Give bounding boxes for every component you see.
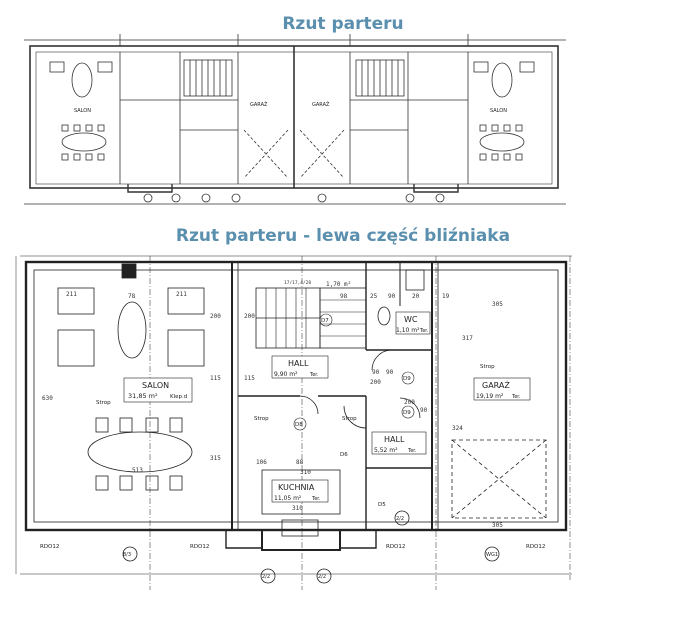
top-garage-left-label: GARAŻ bbox=[250, 101, 268, 108]
window-mark-rdo-2: RDO12 bbox=[190, 544, 209, 550]
axis-2-2-b: 2/2 bbox=[318, 574, 326, 580]
kitchen-label: KUCHNIA bbox=[278, 483, 315, 492]
hall1-note: Ter. bbox=[309, 372, 319, 378]
dim-170: 1,70 m² bbox=[326, 281, 351, 288]
dim-115-b: 115 bbox=[244, 375, 255, 382]
hall1-label: HALL bbox=[288, 359, 309, 368]
salon-area: 31,85 m² bbox=[128, 392, 158, 400]
dim-88: 88 bbox=[296, 459, 304, 466]
door-mark-d9b: D9 bbox=[403, 410, 411, 416]
dim-stair: 17/17,4/28 bbox=[284, 280, 311, 286]
outer-wall bbox=[24, 260, 568, 532]
dim-200-a: 200 bbox=[210, 313, 221, 320]
dim-200-c: 200 bbox=[370, 379, 381, 386]
hall1-area: 9,90 m² bbox=[274, 371, 298, 378]
dim-90-d: 90 bbox=[386, 369, 394, 376]
axis-2-2-a: 2/2 bbox=[262, 574, 270, 580]
top-salon-right-label: SALON bbox=[490, 108, 507, 114]
kitchen-area: 11,05 m² bbox=[274, 495, 302, 502]
dim-98: 98 bbox=[340, 293, 348, 300]
strop-mark-1: Strop bbox=[96, 400, 111, 406]
plan-title-ground-floor: Rzut parteru bbox=[282, 14, 404, 34]
top-garage-right-label: GARAŻ bbox=[312, 101, 330, 108]
dim-310-b: 310 bbox=[292, 505, 303, 512]
dim-106: 106 bbox=[256, 459, 267, 466]
dim-19: 19 bbox=[442, 293, 450, 300]
wc-area: 1,10 m² bbox=[396, 327, 420, 334]
dim-305-top: 305 bbox=[492, 301, 503, 308]
dim-90-b: 90 bbox=[372, 369, 380, 376]
dim-305-bottom: 305 bbox=[492, 522, 503, 529]
dim-90-c: 90 bbox=[420, 407, 428, 414]
plan-marks: Strop Strop Strop Strop D7 D8 D9 D9 D6 D… bbox=[40, 318, 545, 580]
salon-note: Klep.d bbox=[170, 394, 187, 400]
dim-630: 630 bbox=[42, 395, 53, 402]
dim-315: 315 bbox=[210, 455, 221, 462]
garage-area: 19,19 m² bbox=[476, 393, 504, 400]
plan-title-left-half: Rzut parteru - lewa część bliźniaka bbox=[175, 226, 511, 246]
dim-310-a: 310 bbox=[300, 469, 311, 476]
door-mark-d7: D7 bbox=[321, 318, 329, 324]
garage-label: GARAŻ bbox=[482, 380, 510, 390]
dim-20: 20 bbox=[412, 293, 420, 300]
door-mark-d9: D9 bbox=[403, 376, 411, 382]
hall2-label: HALL bbox=[384, 435, 405, 444]
strop-mark-3: Strop bbox=[480, 364, 495, 370]
window-mark-rdo-4: RDO12 bbox=[526, 544, 545, 550]
door-mark-d6: D6 bbox=[340, 452, 348, 458]
room-labels: SALON 31,85 m² Klep.d HALL 9,90 m² Ter. … bbox=[123, 311, 531, 503]
strop-mark-2: Strop bbox=[254, 416, 269, 422]
door-mark-d5: D5 bbox=[378, 502, 386, 508]
dim-25: 25 bbox=[370, 293, 378, 300]
dim-211-left: 211 bbox=[66, 291, 77, 298]
wc-note: Ter. bbox=[419, 328, 429, 334]
top-salon-left-label: SALON bbox=[74, 108, 91, 114]
dim-324: 324 bbox=[452, 425, 463, 432]
wc-label: WC bbox=[404, 315, 418, 324]
dim-513: 513 bbox=[132, 467, 143, 474]
window-mark-rdo-1: RDO12 bbox=[40, 544, 59, 550]
dim-115-a: 115 bbox=[210, 375, 221, 382]
dim-200-b: 200 bbox=[244, 313, 255, 320]
door-mark-d8: D8 bbox=[295, 422, 303, 428]
strop-mark-4: Strop bbox=[342, 416, 357, 422]
dim-317: 317 bbox=[462, 335, 473, 342]
kitchen-note: Ter. bbox=[311, 496, 321, 502]
window-mark-rdo-3: RDO12 bbox=[386, 544, 405, 550]
dim-90: 90 bbox=[388, 293, 396, 300]
axis-8-3: 8/3 bbox=[123, 552, 131, 558]
hall2-note: Ter. bbox=[407, 448, 417, 454]
axis-wg1: WG1 bbox=[486, 552, 498, 558]
garage-note: Ter. bbox=[511, 394, 521, 400]
hall2-area: 5,52 m² bbox=[374, 447, 398, 454]
dim-200-d: 200 bbox=[404, 399, 415, 406]
dim-78: 78 bbox=[128, 293, 136, 300]
axis-2-2-c: 2/2 bbox=[396, 516, 404, 522]
dimension-labels: 78 211 211 17/17,4/28 1,70 m² 98 25 90 2… bbox=[42, 280, 503, 529]
salon-label: SALON bbox=[142, 381, 169, 390]
dim-211-right: 211 bbox=[176, 291, 187, 298]
